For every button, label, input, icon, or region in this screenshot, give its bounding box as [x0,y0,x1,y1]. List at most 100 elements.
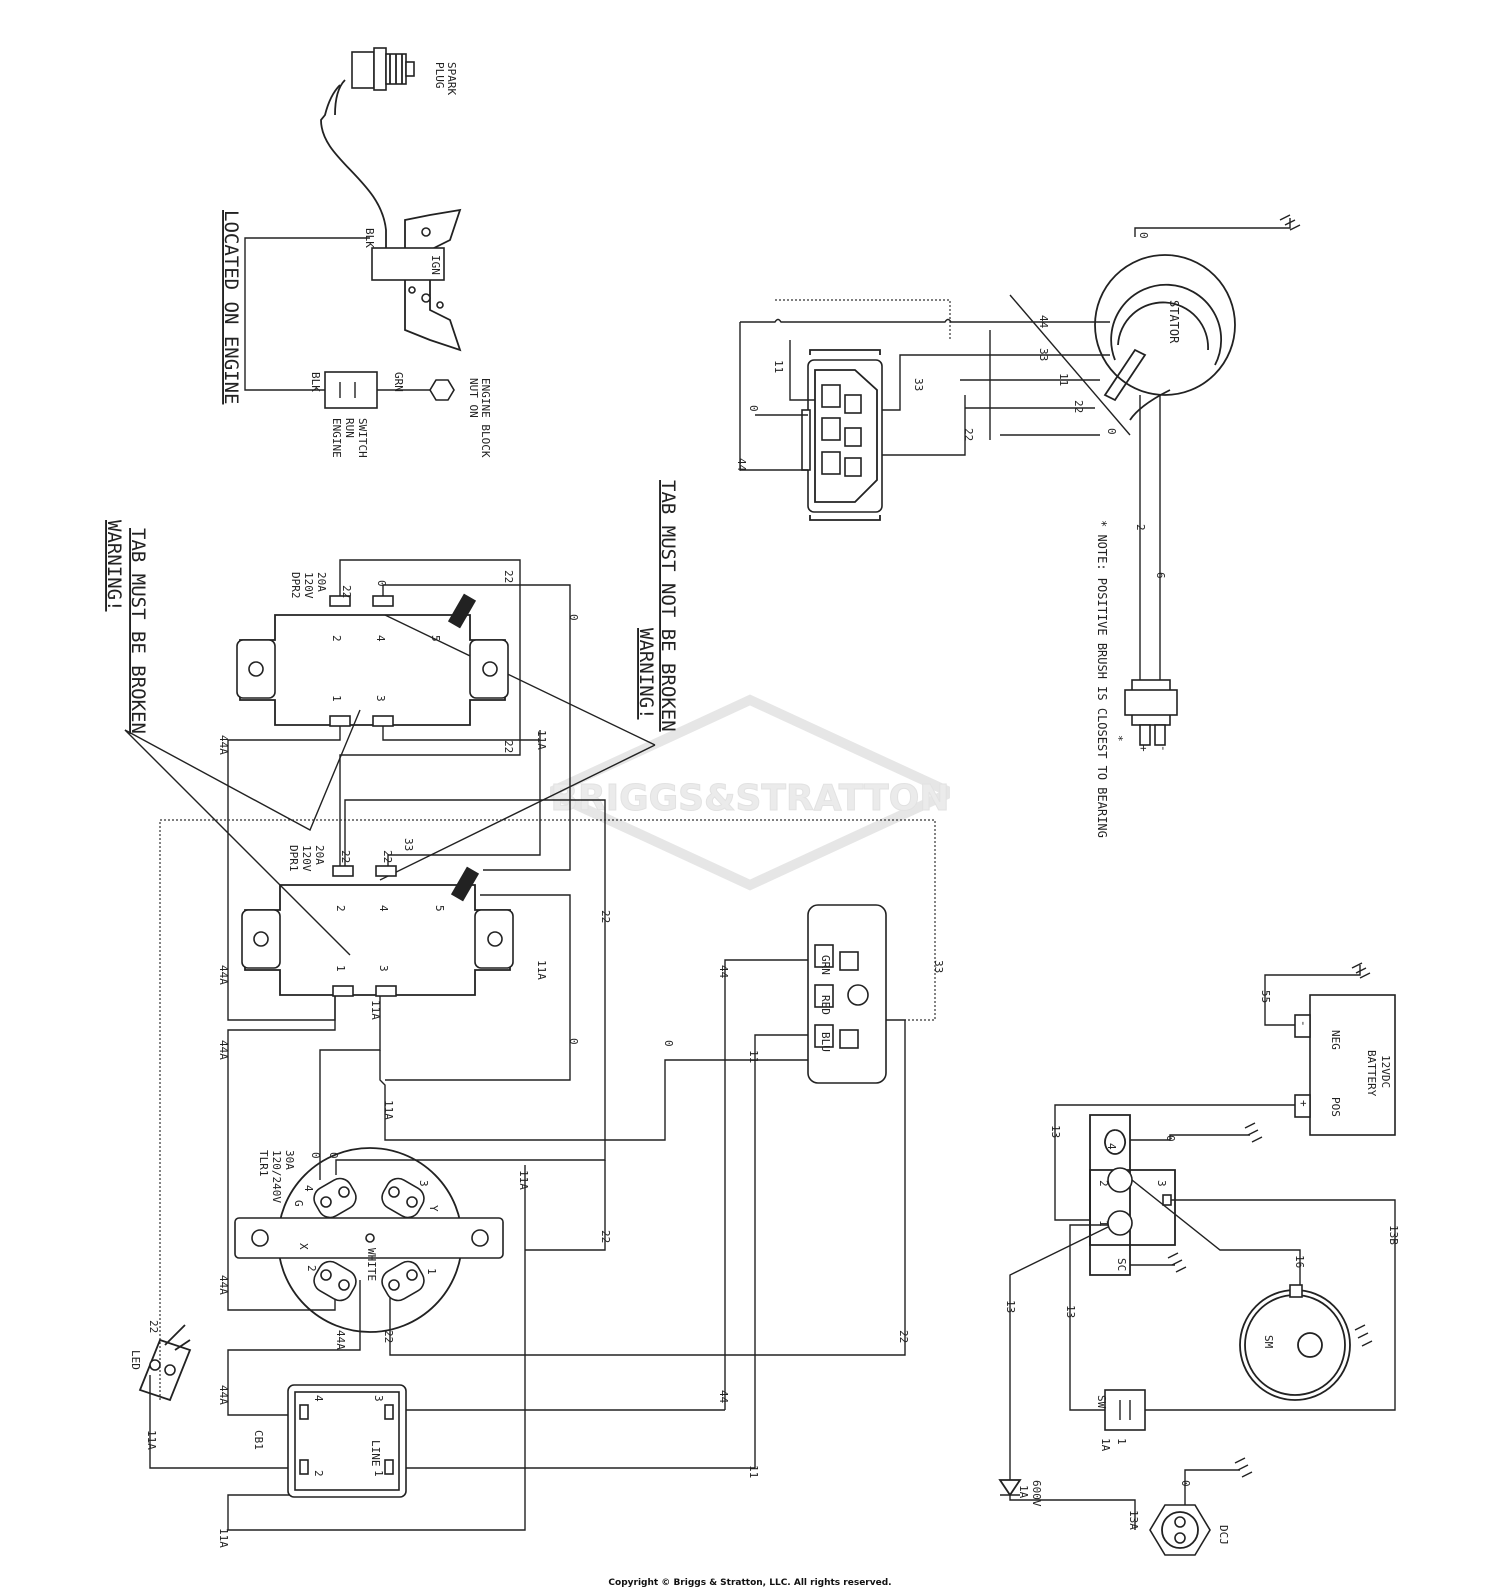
dpr2-pin1: 1 [330,695,343,702]
battery-label-1: BATTERY [1365,1050,1378,1097]
dc-jack: 13A DCJ 0 [1127,1457,1253,1556]
wire-44a-2: 44A [217,965,230,985]
brush-star-label: * [1112,735,1125,742]
tlr1-slot-1 [381,1260,425,1302]
warning-left-text: TAB MUST BE BROKEN [127,528,149,734]
watermark: BRIGGS&STRATTON [550,694,950,891]
wire-0-dcj: 0 [1179,1480,1192,1487]
wire-22-dpr1b: 22 [381,850,394,863]
wire-0-stator-label: 0 [1137,232,1150,239]
tlr1-label-2: 120/240V [270,1150,283,1203]
wire-0-label-b: 0 [1105,428,1118,435]
dpr1-pin1: 1 [334,965,347,972]
wire-44-label-b: 44 [1037,315,1050,329]
diode: 1A 600V [998,1479,1136,1530]
starter-motor: SM [1239,1284,1373,1401]
wire-11-c: 11 [747,1050,760,1063]
dpr1-label-3: 20A [313,845,326,865]
dpr2-pin4: 4 [374,635,387,642]
tlr1-slot-2 [313,1260,357,1302]
wire-13-a: 13 [1049,1125,1062,1138]
cb1-label: CB1 [252,1430,265,1450]
dpr2-label-1: DPR2 [289,572,302,599]
wire-11a-4: 11A [382,1100,395,1120]
led: LED [129,1324,192,1402]
warning-left-title: WARNING! [103,520,125,612]
tlr1-pin1: 1 [425,1268,438,1275]
wire-33-dpr1: 33 [402,838,415,851]
battery-neg-label: NEG [1329,1030,1342,1050]
stator-section: 44 11 0 33 22 44 33 11 22 0 STATOR 0 2 6 [735,214,1301,838]
wire-22-dpr2: 22 [340,585,353,598]
wire-11a-6: 11A [217,1528,230,1548]
dpr1-pin3: 3 [377,965,390,972]
note-label: * NOTE: POSITIVE BRUSH IS CLOSEST TO BEA… [1095,520,1109,838]
wire-44a-1: 44A [217,735,230,755]
ignition-coil: IGN BLK [363,208,462,352]
wire-44a-3: 44A [217,1040,230,1060]
tlr1-pin4: 4 [302,1185,315,1192]
dcj-label: DCJ [1217,1525,1230,1545]
brush-assembly: + - * [1112,679,1178,752]
engine-run-switch-label-2: RUN [343,418,356,438]
control-module: GRN RED BLU [807,904,887,1084]
warning-right-text: TAB MUST NOT BE BROKEN [657,480,679,732]
sw-1a-label: 1A [1099,1438,1112,1452]
tlr1-pin3: 3 [417,1180,430,1187]
wire-13b-label: 13B [1387,1225,1400,1245]
solenoid-pin3: 3 [1155,1180,1168,1187]
wire-22-label-a: 22 [962,428,975,441]
wire-6-label: 6 [1154,572,1167,579]
tlr1-slot-4 [313,1177,357,1219]
ignition-section: SPARK PLUG IGN BLK LOCATED ON ENGINE BLK… [220,47,492,458]
wire-44-label-a: 44 [735,458,748,472]
solenoid-pin4: 4 [1105,1143,1118,1150]
wire-22-4: 22 [599,1230,612,1243]
located-on-engine-label: LOCATED ON ENGINE [220,210,242,404]
dpr1-pin2: 2 [334,905,347,912]
wire-22-label-b: 22 [1072,400,1085,413]
battery-pos-sign: + [1297,1100,1310,1107]
led-label: LED [129,1350,142,1370]
wire-33-label-b: 33 [1037,348,1050,361]
spark-plug-label-2: PLUG [433,62,446,89]
wire-44-d: 44 [717,1390,730,1404]
dpr1-label-1: DPR1 [287,845,300,872]
ign-label: IGN [429,255,442,275]
starter-solenoid: 4 2 1 3 SC 0 13B 16 13 13 [1004,1114,1400,1480]
cb1-pin3: 3 [372,1395,385,1402]
wire-33-label-a: 33 [912,378,925,391]
stator: STATOR 0 2 6 [1009,214,1301,680]
wire-13-c: 13 [1004,1300,1017,1313]
wire-22-5: 22 [382,1330,395,1343]
spark-plug-label-1: SPARK [445,62,458,95]
tlr1-y: Y [427,1205,440,1212]
module-red: RED [819,995,832,1015]
wire-11-label-a: 11 [772,360,785,373]
wire-22-1: 22 [502,570,515,583]
wire-0-sol: 0 [1164,1135,1177,1142]
battery: - + NEG POS BATTERY 12VDC 55 13 [1049,962,1396,1221]
wire-22-led: 22 [147,1320,160,1333]
dpr2-label-3: 20A [315,572,328,592]
diode-label-2: 600V [1030,1480,1043,1507]
wire-0-d: 0 [567,1038,580,1045]
tlr1-x: X [297,1243,310,1250]
battery-neg-sign: - [1297,1020,1310,1027]
wire-0-c: 0 [662,1040,675,1047]
tlr1-receptacle: 4 3 2 1 G X Y WHITE TLR1 120/240V 30A [234,1147,504,1333]
copyright-notice: Copyright © Briggs & Stratton, LLC. All … [608,1578,892,1588]
module-grn: GRN [819,955,832,975]
wire-13-b: 13 [1064,1305,1077,1318]
cb1-pin4: 4 [312,1395,325,1402]
wire-0-label-a: 0 [747,405,760,412]
stator-label: STATOR [1167,300,1181,344]
dpr2-label-2: 120V [302,572,315,599]
warning-right: WARNING! TAB MUST NOT BE BROKEN [379,480,679,881]
wire-11a-2: 11A [535,960,548,980]
switch-grn-label: GRN [392,372,405,392]
warning-right-title: WARNING! [635,628,657,720]
wire-33-label-c: 33 [932,960,945,973]
wire-11a-5: 11A [517,1170,530,1190]
